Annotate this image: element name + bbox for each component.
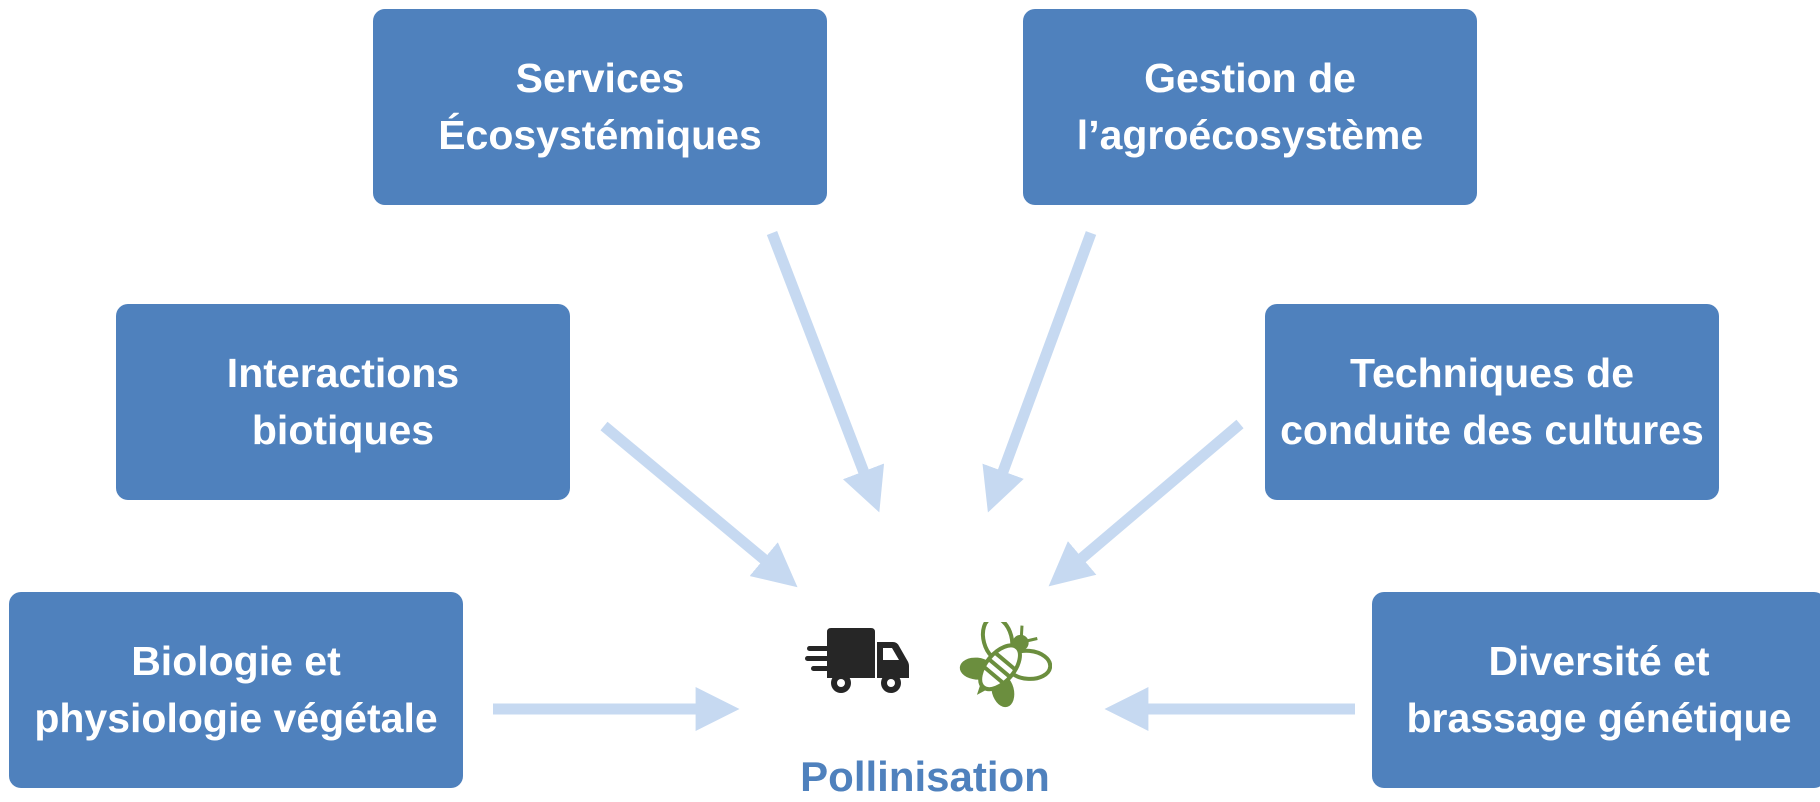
box-techniques-conduite: Techniques de conduite des cultures (1265, 304, 1719, 500)
arrow-services (766, 231, 885, 513)
box-biologie-line2: physiologie végétale (34, 695, 438, 741)
box-techniques-line2: conduite des cultures (1280, 407, 1704, 453)
box-biologie-line1: Biologie et (131, 638, 341, 684)
box-gestion-line2: l’agroécosystème (1076, 112, 1424, 158)
box-interact-line1: Interactions (226, 350, 460, 396)
arrow-interact (600, 421, 798, 588)
box-interact-line2: biotiques (251, 407, 435, 453)
box-interactions-biotiques: Interactions biotiques (116, 304, 570, 500)
box-biologie-physiologie: Biologie et physiologie végétale (9, 592, 463, 788)
box-services-ecosystemiques: Services Écosystémiques (373, 9, 827, 205)
box-diversite-line1: Diversité et (1488, 638, 1710, 684)
pollinisation-label: Pollinisation (800, 753, 1050, 800)
box-diversite-line2: brassage génétique (1406, 695, 1792, 741)
box-gestion-agroecosysteme: Gestion de l’agroécosystème (1023, 9, 1477, 205)
bee-icon (959, 622, 1052, 708)
arrow-gestion (982, 231, 1097, 513)
box-techniques-line1: Techniques de (1349, 350, 1635, 396)
box-services-line1: Services (515, 55, 685, 101)
delivery-truck-icon (805, 628, 909, 693)
box-gestion-line1: Gestion de (1144, 55, 1356, 101)
box-diversite-brassage: Diversité et brassage génétique (1372, 592, 1820, 788)
arrow-techniques (1048, 419, 1244, 587)
box-services-line2: Écosystémiques (438, 112, 762, 158)
